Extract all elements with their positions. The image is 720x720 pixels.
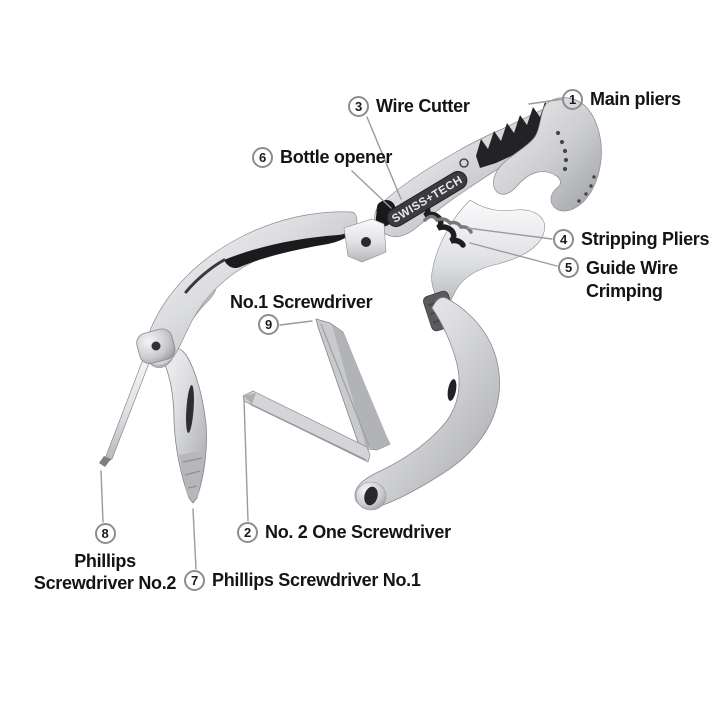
leader-9 xyxy=(279,320,313,326)
callout-phillips-no2: 8 Phillips Screwdriver No.2 xyxy=(30,523,180,594)
right-handle xyxy=(354,297,500,511)
callout-1-badge: 1 xyxy=(562,89,583,110)
leader-5 xyxy=(469,242,558,267)
callout-6-label: Bottle opener xyxy=(280,147,393,167)
left-handle xyxy=(99,211,358,504)
leader-4 xyxy=(466,227,553,240)
callout-phillips-no1: 7 Phillips Screwdriver No.1 xyxy=(184,570,421,591)
callout-guide-wire-crimping: 5 Guide Wire Crimping xyxy=(558,257,678,303)
leader-2 xyxy=(243,398,249,522)
callout-7-badge: 7 xyxy=(184,570,205,591)
leader-8 xyxy=(100,470,104,523)
handle-gap-shadow xyxy=(224,224,355,269)
right-hinge-pin xyxy=(364,486,378,506)
callout-8-line1: Phillips xyxy=(74,551,136,571)
callout-bottle-opener: 6 Bottle opener xyxy=(252,147,392,168)
phillips-screwdriver-no1 xyxy=(159,346,207,504)
jaw-rivet xyxy=(459,158,469,168)
callout-wire-cutter: 3 Wire Cutter xyxy=(348,96,470,117)
leader-3 xyxy=(366,116,402,200)
callout-8-line2: Screwdriver No.2 xyxy=(33,573,177,593)
callout-8-badge: 8 xyxy=(94,523,116,544)
head-hinge-pin xyxy=(361,237,371,247)
leader-lines xyxy=(100,98,564,570)
callout-1-label: Main pliers xyxy=(590,89,681,109)
callout-3-badge: 3 xyxy=(348,96,369,117)
callout-5-label: Guide Wire Crimping xyxy=(586,257,678,303)
callout-no1-screwdriver-label: No.1 Screwdriver xyxy=(230,292,373,313)
callout-9-label: No.1 Screwdriver xyxy=(230,292,373,312)
callout-7-label: Phillips Screwdriver No.1 xyxy=(212,570,421,590)
callout-no1-screwdriver-badge: 9 xyxy=(258,314,279,335)
callout-9-badge: 9 xyxy=(258,314,279,335)
callout-2-label: No. 2 One Screwdriver xyxy=(265,522,451,542)
handle-slot xyxy=(447,379,457,401)
callout-5-badge: 5 xyxy=(558,257,579,278)
flat-screwdriver-no2 xyxy=(242,390,371,463)
left-hinge-pin xyxy=(151,341,161,351)
callout-6-badge: 6 xyxy=(252,147,273,168)
callout-3-label: Wire Cutter xyxy=(376,96,470,116)
callout-main-pliers: 1 Main pliers xyxy=(562,89,681,110)
pliers-neck xyxy=(431,199,546,311)
callout-2-badge: 2 xyxy=(237,522,258,543)
callout-5-line1: Guide Wire xyxy=(586,258,678,278)
callout-4-label: Stripping Pliers xyxy=(581,229,710,249)
right-jaw xyxy=(493,97,602,212)
callout-no2-one-screwdriver: 2 No. 2 One Screwdriver xyxy=(237,522,451,543)
leader-1 xyxy=(528,98,564,105)
serrated-teeth xyxy=(476,102,556,168)
leader-7 xyxy=(192,508,197,570)
leader-6 xyxy=(351,170,392,209)
callout-stripping-pliers: 4 Stripping Pliers xyxy=(553,229,710,250)
callout-8-label: Phillips Screwdriver No.2 xyxy=(33,550,177,594)
jaw-teeth-dots xyxy=(555,130,596,203)
flat-screwdriver-no1 xyxy=(315,318,391,451)
callout-4-badge: 4 xyxy=(553,229,574,250)
callout-5-line2: Crimping xyxy=(586,281,663,301)
